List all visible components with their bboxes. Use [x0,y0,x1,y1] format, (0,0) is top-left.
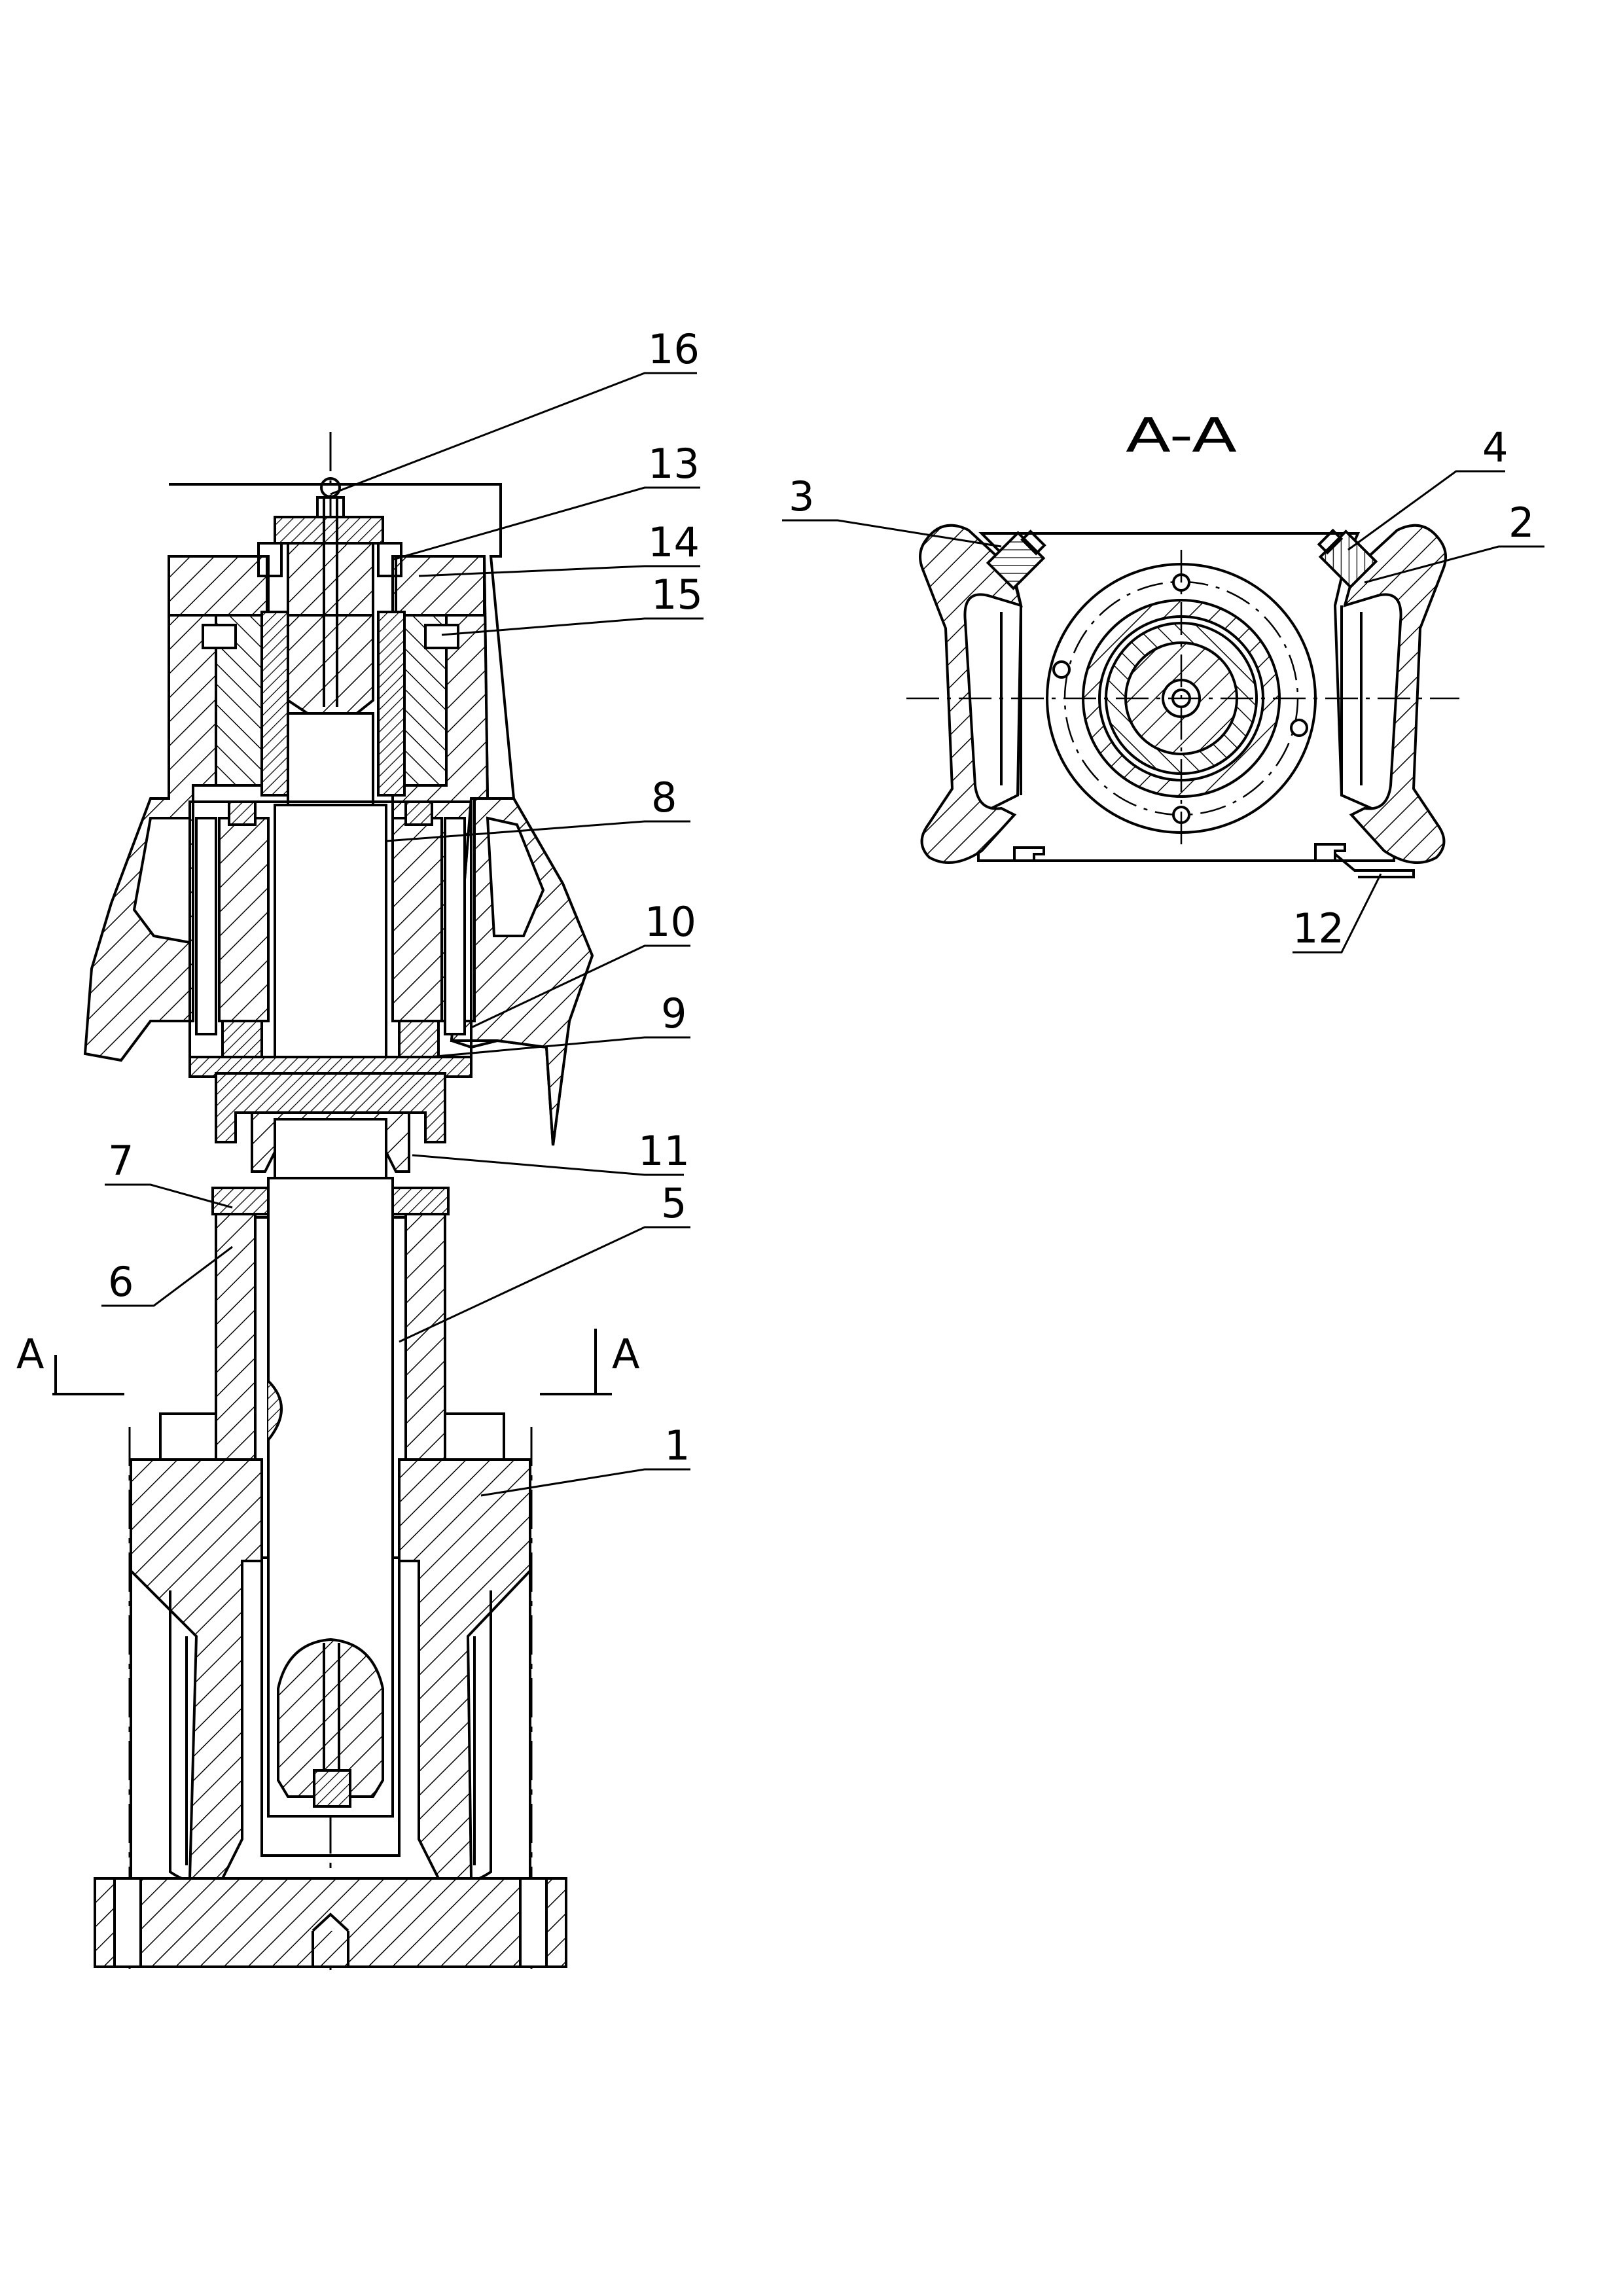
aa-bolt-hole-left [1052,660,1071,679]
callout-1: 1 [664,1422,690,1469]
aa-tslot-left [1013,846,1045,861]
lower-bearing-left [221,1020,263,1062]
lower-bearing-right [398,1020,440,1062]
leader-lines [101,372,1544,1497]
gasket-right [424,624,459,649]
callout-11: 11 [638,1127,690,1175]
bearing-outer-right [444,817,466,1035]
section-marker-right-label: A [612,1330,639,1378]
grease-nipple [320,477,341,498]
top-washer [257,542,283,577]
top-plate-right [395,555,486,617]
inner-sleeve-right [377,611,406,797]
upper-shaft-top [287,614,374,715]
neck-core [274,1118,387,1179]
callout-16: 16 [648,325,700,373]
shaft-end-insert [313,1769,351,1808]
bearing-outer-left [195,817,217,1035]
aa-setscrew-right [1317,528,1378,589]
base-plate-hole-left [113,1877,142,1968]
base-pocket [260,1561,401,1857]
column-cap-right [391,1187,450,1215]
callout-3: 3 [789,473,814,520]
column-cap-left [211,1187,270,1215]
head-right-cutout [486,816,545,937]
callout-6: 6 [108,1258,134,1306]
gasket-left [202,624,237,649]
callout-14: 14 [648,518,700,566]
aa-tslot-right [1314,843,1346,861]
top-plate-left [168,555,268,617]
shaft-lower-end [277,1638,384,1798]
callout-2: 2 [1508,499,1534,547]
callout-8: 8 [651,774,677,821]
callout-5: 5 [661,1179,687,1227]
spacer-right [404,800,433,826]
top-nut-block [287,542,374,617]
base-plate-hole-right [519,1877,548,1968]
inner-sleeve-left [260,611,289,797]
callout-12: 12 [1293,905,1344,952]
spacer-left [228,800,257,826]
section-markers [52,1329,612,1395]
top-cap [274,516,384,545]
main-shaft [274,804,387,1071]
callout-4: 4 [1482,423,1508,471]
aa-right-slot [1340,605,1363,795]
callout-10: 10 [645,898,696,946]
callout-15: 15 [651,571,703,619]
top-washer-r [377,542,402,577]
aa-clip-12 [1334,853,1415,878]
column-key [267,1380,283,1441]
base-casting-left [130,1458,263,1880]
section-aa-view [906,524,1459,878]
callout-9: 9 [661,990,687,1037]
main-section-view [83,432,594,1970]
base-center-hole [312,1912,349,1967]
callout-7: 7 [108,1137,134,1185]
section-marker-left-label: A [16,1330,44,1378]
base-casting-right [398,1458,531,1880]
callout-13: 13 [648,440,700,488]
bearing-sleeve-right [391,817,443,1022]
upper-shaft-body [287,712,374,806]
section-view-title: A-A [1126,408,1237,463]
flange-housing [215,1072,446,1143]
aa-bolt-hole-right [1290,719,1308,737]
head-left-cutout [132,817,191,944]
bearing-sleeve-left [218,817,270,1022]
aa-setscrew-left [986,529,1046,590]
